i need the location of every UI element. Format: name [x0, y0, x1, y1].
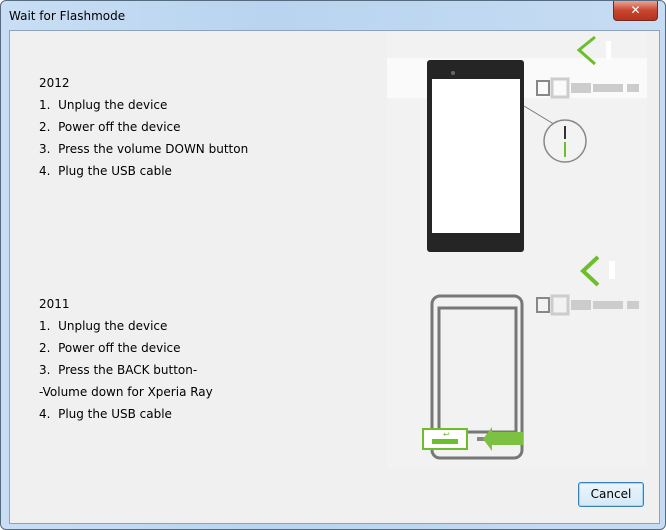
step: 3. Press the volume DOWN button — [39, 142, 249, 156]
instructions-2011: 2011 1. Unplug the device 2. Power off t… — [39, 293, 213, 425]
step: 1. Unplug the device — [39, 319, 168, 333]
close-button[interactable]: ✕ — [613, 1, 658, 21]
year-label: 2012 — [39, 76, 70, 90]
step: 1. Unplug the device — [39, 98, 168, 112]
cancel-button[interactable]: Cancel — [578, 482, 644, 507]
instructions-2012: 2012 1. Unplug the device 2. Power off t… — [39, 72, 248, 182]
step: 4. Plug the USB cable — [39, 407, 172, 421]
step: 3. Press the BACK button- — [39, 363, 198, 377]
usb-plug-icon — [536, 294, 639, 316]
phone-2011-illustration: ↩ — [387, 252, 647, 468]
phone-2012-illustration — [387, 31, 647, 252]
dialog-content: 2012 1. Unplug the device 2. Power off t… — [9, 30, 660, 524]
back-icon: ↩ — [443, 430, 450, 439]
step: -Volume down for Xperia Ray — [39, 385, 213, 399]
arrow-left-icon — [576, 35, 596, 66]
step: 2. Power off the device — [39, 341, 181, 355]
window-title: Wait for Flashmode — [9, 9, 126, 23]
volume-button-zoom — [543, 119, 587, 163]
green-arrow-icon — [483, 427, 523, 451]
step: 4. Plug the USB cable — [39, 164, 172, 178]
year-label: 2011 — [39, 297, 70, 311]
close-icon: ✕ — [630, 3, 641, 17]
arrow-left-icon — [580, 255, 600, 287]
step: 2. Power off the device — [39, 120, 181, 134]
usb-plug-icon — [536, 77, 639, 99]
